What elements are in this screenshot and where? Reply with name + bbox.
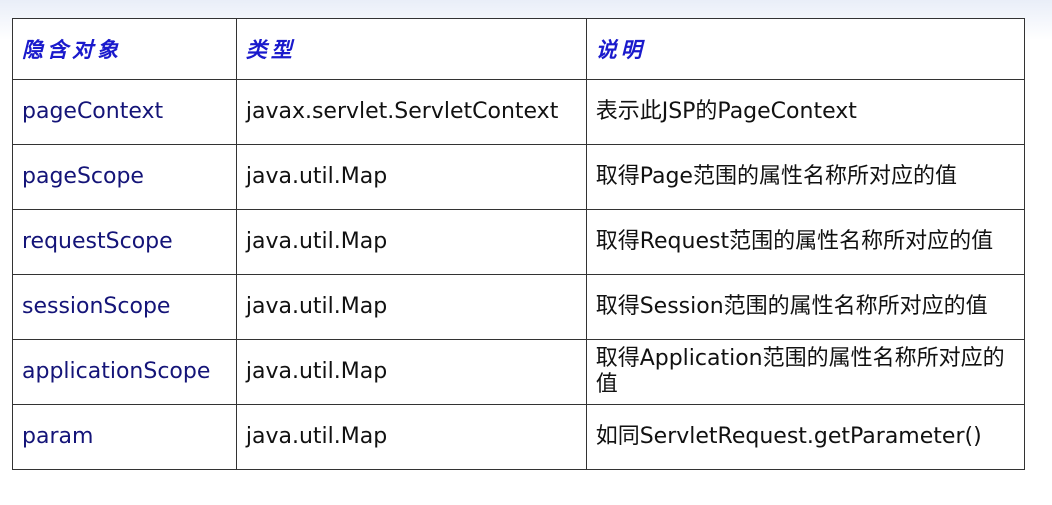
table-body: pageContext javax.servlet.ServletContext…: [12, 79, 1026, 470]
cell-type: java.util.Map: [235, 209, 587, 275]
header-description: 说明: [585, 18, 1026, 80]
header-object: 隐含对象: [12, 18, 237, 80]
cell-object: requestScope: [12, 209, 237, 275]
cell-object: pageContext: [12, 79, 237, 145]
table-row: pageContext javax.servlet.ServletContext…: [12, 79, 1026, 145]
cell-description: 取得Page范围的属性名称所对应的值: [585, 144, 1026, 210]
cell-type: java.util.Map: [235, 274, 587, 340]
cell-type: java.util.Map: [235, 404, 587, 470]
table-row: pageScope java.util.Map 取得Page范围的属性名称所对应…: [12, 144, 1026, 210]
implicit-objects-table: 隐含对象 类型 说明 pageContext javax.servlet.Ser…: [12, 18, 1026, 470]
cell-object: param: [12, 404, 237, 470]
cell-description: 取得Application范围的属性名称所对应的值: [585, 339, 1026, 405]
cell-description: 取得Session范围的属性名称所对应的值: [585, 274, 1026, 340]
cell-object: sessionScope: [12, 274, 237, 340]
cell-description: 如同ServletRequest.getParameter(): [585, 404, 1026, 470]
cell-object: pageScope: [12, 144, 237, 210]
header-row: 隐含对象 类型 说明: [12, 18, 1026, 80]
cell-type: java.util.Map: [235, 144, 587, 210]
table-row: applicationScope java.util.Map 取得Applica…: [12, 339, 1026, 405]
table-row: sessionScope java.util.Map 取得Session范围的属…: [12, 274, 1026, 340]
cell-description: 表示此JSP的PageContext: [585, 79, 1026, 145]
implicit-objects-table-container: 隐含对象 类型 说明 pageContext javax.servlet.Ser…: [12, 18, 1026, 470]
cell-type: java.util.Map: [235, 339, 587, 405]
table-header: 隐含对象 类型 说明: [12, 18, 1026, 80]
table-row: param java.util.Map 如同ServletRequest.get…: [12, 404, 1026, 470]
cell-object: applicationScope: [12, 339, 237, 405]
cell-description: 取得Request范围的属性名称所对应的值: [585, 209, 1026, 275]
header-type: 类型: [235, 18, 587, 80]
table-row: requestScope java.util.Map 取得Request范围的属…: [12, 209, 1026, 275]
cell-type: javax.servlet.ServletContext: [235, 79, 587, 145]
